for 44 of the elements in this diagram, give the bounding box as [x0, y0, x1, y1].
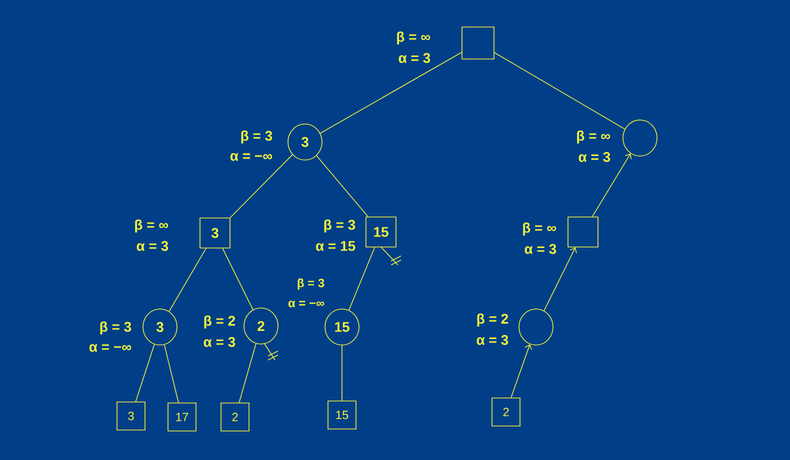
tree-edge — [494, 52, 626, 130]
tree-edge — [222, 248, 254, 310]
bound-label: α = 15 — [316, 241, 356, 251]
leaf-box: 2 — [492, 398, 520, 426]
min-node-circle — [518, 308, 554, 346]
bound-label: α = 3 — [524, 244, 556, 254]
tree-edge — [168, 248, 206, 312]
bound-label: β = 3 — [298, 278, 324, 290]
bound-label: α = −∞ — [288, 300, 324, 308]
tree-edge — [510, 344, 532, 398]
bound-label: β = ∞ — [523, 222, 556, 236]
bound-label: α = −∞ — [230, 153, 272, 161]
bound-label: α = −∞ — [89, 344, 132, 352]
max-node-box: 15 — [366, 216, 396, 248]
tree-edge — [348, 247, 376, 311]
tree-edge — [238, 343, 256, 403]
bound-label: β = 3 — [324, 219, 356, 233]
bound-label: α = 3 — [578, 152, 610, 162]
bound-label: β = ∞ — [577, 130, 610, 144]
tree-edge — [320, 52, 462, 134]
bound-label: α = 3 — [136, 241, 168, 251]
tree-edge — [316, 155, 368, 217]
leaf-box: 15 — [328, 400, 356, 430]
tree-edge — [164, 344, 179, 403]
bound-label: β = ∞ — [397, 31, 430, 45]
bound-label: α = 3 — [204, 337, 236, 347]
max-node-box — [462, 26, 494, 60]
tree-edge — [230, 154, 293, 218]
bound-label: β = 2 — [204, 315, 236, 329]
leaf-box: 17 — [168, 402, 196, 432]
bound-label: β = ∞ — [135, 219, 168, 233]
bound-label: α = 3 — [398, 53, 430, 63]
min-node-circle — [622, 120, 658, 156]
tree-edge — [135, 344, 155, 402]
bound-label: α = 3 — [476, 335, 508, 345]
max-node-box — [568, 216, 598, 248]
leaf-box: 3 — [116, 402, 146, 430]
bound-label: β = 2 — [477, 313, 508, 327]
max-node-box: 3 — [200, 218, 230, 248]
bound-label: β = 3 — [241, 130, 272, 144]
tree-edge — [544, 247, 577, 312]
leaf-box: 2 — [220, 402, 250, 432]
bound-label: β = 3 — [100, 321, 132, 335]
tree-edge — [592, 153, 632, 217]
